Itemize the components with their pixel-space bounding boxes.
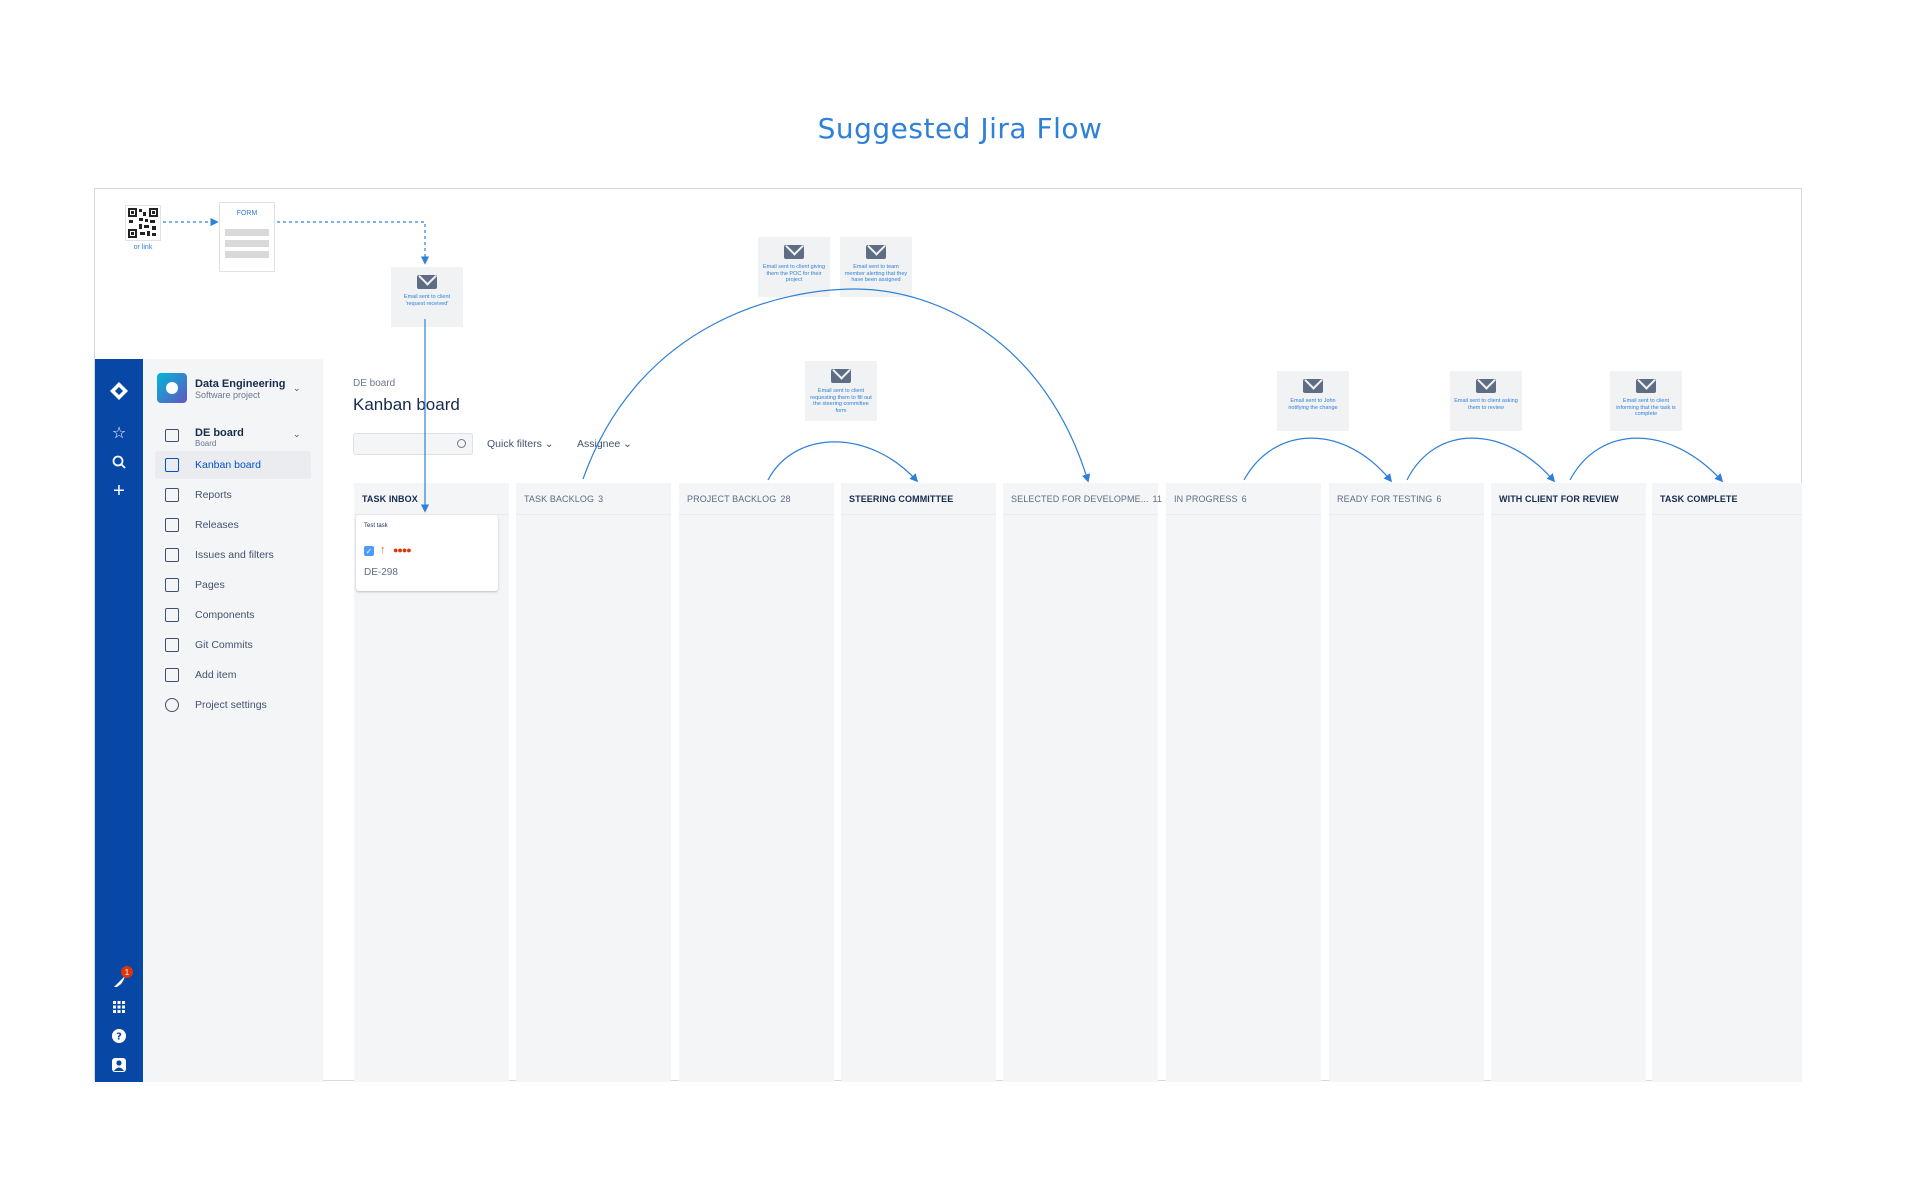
- project-avatar[interactable]: [157, 373, 187, 403]
- app-switcher-icon[interactable]: [107, 995, 131, 1019]
- sidebar-item-issues-and-filters[interactable]: Issues and filters: [155, 541, 311, 569]
- email-note-complete: Email sent to client informing that the …: [1610, 371, 1682, 431]
- column-header: TASK INBOX: [354, 483, 509, 515]
- project-sidebar: Data Engineering Software project ⌄ DE b…: [143, 359, 323, 1082]
- column-header: WITH CLIENT FOR REVIEW: [1491, 483, 1646, 515]
- svg-text:?: ?: [116, 1032, 122, 1043]
- column-header: SELECTED FOR DEVELOPME...11: [1003, 483, 1162, 515]
- sidebar-item-project-settings[interactable]: Project settings: [155, 691, 311, 719]
- component-icon: [165, 608, 179, 622]
- help-icon[interactable]: ?: [107, 1024, 131, 1048]
- chevron-down-icon[interactable]: ⌄: [293, 383, 301, 393]
- email-note-review: Email sent to client asking them to revi…: [1450, 371, 1522, 431]
- task-type-icon: ✓: [364, 546, 374, 556]
- assignee-dropdown[interactable]: Assignee ⌄: [577, 438, 632, 450]
- column-task-complete[interactable]: TASK COMPLETE: [1652, 483, 1802, 1082]
- sidebar-item-releases[interactable]: Releases: [155, 511, 311, 539]
- card-summary: Test task: [364, 523, 388, 529]
- quick-filters-dropdown[interactable]: Quick filters ⌄: [487, 438, 554, 450]
- project-type: Software project: [195, 390, 261, 400]
- jira-logo-icon[interactable]: [107, 379, 131, 403]
- email-note-john: Email sent to John notifying the change: [1277, 371, 1349, 431]
- column-with-client-for-review[interactable]: WITH CLIENT FOR REVIEW: [1491, 483, 1646, 1082]
- email-note-steering: Email sent to client requesting them to …: [805, 361, 877, 421]
- filter-icon: [165, 548, 179, 562]
- board-name[interactable]: DE board: [195, 427, 244, 439]
- email-note-request-received: Email sent to client 'request received': [391, 267, 463, 327]
- email-note-assigned: Email sent to team member alerting that …: [840, 237, 912, 297]
- add-icon: [165, 668, 179, 682]
- email-icon: [1636, 379, 1656, 393]
- notification-badge: 1: [121, 966, 133, 978]
- search-icon[interactable]: [107, 450, 131, 474]
- chevron-down-icon[interactable]: ⌄: [293, 429, 301, 439]
- email-icon: [784, 245, 804, 259]
- global-nav: ☆ + 1 ?: [95, 359, 143, 1082]
- issue-card[interactable]: Test task ✓ ↑ ●●●● DE-298: [356, 515, 498, 591]
- story-points-dots-icon: ●●●●: [393, 545, 412, 555]
- form-line: [225, 251, 269, 258]
- board-type: Board: [195, 439, 217, 448]
- sidebar-item-pages[interactable]: Pages: [155, 571, 311, 599]
- email-icon: [866, 245, 886, 259]
- page-icon: [165, 578, 179, 592]
- form-line: [225, 229, 269, 236]
- project-name[interactable]: Data Engineering: [195, 378, 286, 390]
- column-header: STEERING COMMITTEE: [841, 483, 996, 515]
- star-icon[interactable]: ☆: [111, 425, 127, 442]
- form-label: FORM: [236, 210, 258, 217]
- board-icon: [165, 429, 179, 442]
- ship-icon: [165, 518, 179, 532]
- git-icon: [165, 638, 179, 652]
- gear-icon: [165, 698, 179, 712]
- dashed-intake-arrows: [163, 217, 430, 265]
- breadcrumb[interactable]: DE board: [353, 378, 396, 389]
- flow-frame: or link FORM Email sent to client 'reque…: [94, 188, 1802, 1082]
- qr-code-icon: [125, 205, 161, 241]
- create-icon[interactable]: +: [113, 479, 125, 502]
- profile-icon[interactable]: [107, 1053, 131, 1077]
- sidebar-item-git-commits[interactable]: Git Commits: [155, 631, 311, 659]
- sidebar-item-kanban-board[interactable]: Kanban board: [155, 451, 311, 479]
- priority-up-icon: ↑: [380, 544, 386, 556]
- form-line: [225, 240, 269, 247]
- search-icon: [457, 439, 466, 448]
- form-thumbnail: FORM: [219, 202, 275, 272]
- email-note-poc: Email sent to client giving them the POC…: [758, 237, 830, 297]
- column-steering-committee[interactable]: STEERING COMMITTEE: [841, 483, 996, 1082]
- page-title: Suggested Jira Flow: [817, 112, 1103, 145]
- sidebar-item-add-item[interactable]: Add item: [155, 661, 311, 689]
- board-title: Kanban board: [353, 395, 460, 414]
- qr-label: or link: [133, 244, 153, 251]
- column-selected-for-development[interactable]: SELECTED FOR DEVELOPME...11: [1003, 483, 1162, 1082]
- email-icon: [1476, 379, 1496, 393]
- column-header: TASK COMPLETE: [1652, 483, 1802, 515]
- board-icon: [165, 458, 179, 472]
- email-icon: [1303, 379, 1323, 393]
- sidebar-item-components[interactable]: Components: [155, 601, 311, 629]
- email-icon: [831, 369, 851, 383]
- chart-icon: [165, 488, 179, 502]
- transition-arcs: [420, 288, 1724, 513]
- sidebar-item-reports[interactable]: Reports: [155, 481, 311, 509]
- search-input[interactable]: [353, 433, 473, 455]
- email-icon: [417, 275, 437, 289]
- card-key[interactable]: DE-298: [364, 567, 398, 578]
- rocket-icon[interactable]: 1: [107, 966, 133, 994]
